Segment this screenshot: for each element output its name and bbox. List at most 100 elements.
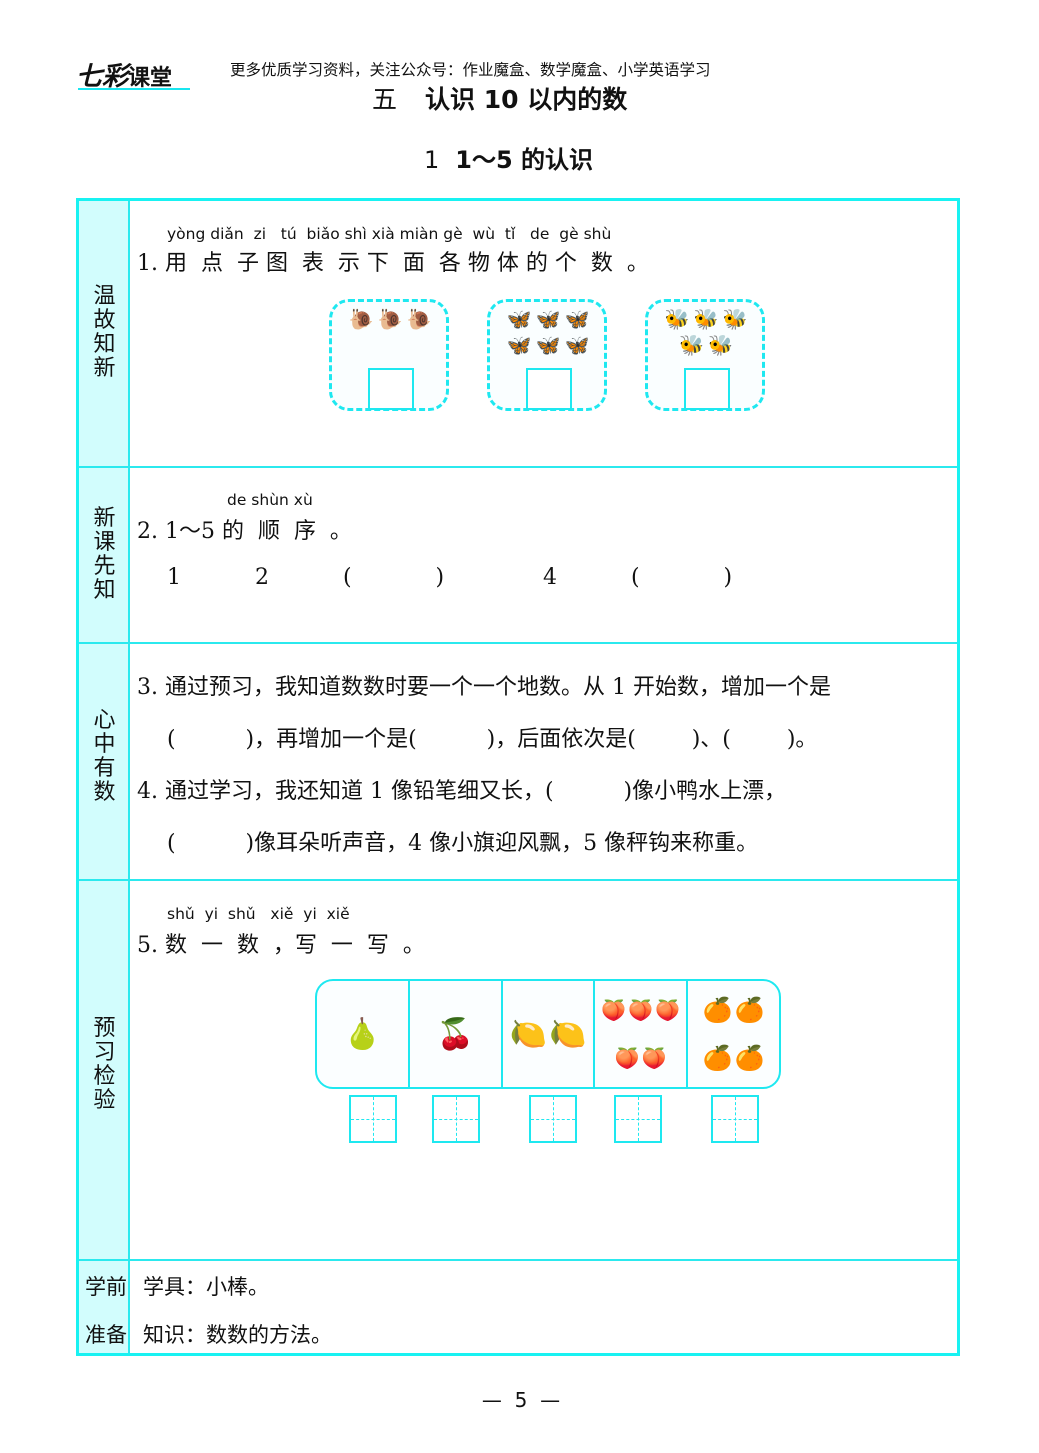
row-divider	[79, 642, 957, 644]
q3-line2-blanks[interactable]: ( )，再增加一个是( )，后面依次是( )、( )。	[167, 727, 818, 752]
prep-tools: 学具：小棒。	[143, 1275, 269, 1299]
prep-label-a: 学前	[85, 1275, 127, 1299]
label-char: 先	[93, 554, 116, 579]
bee-icons: 🐝🐝🐝🐝🐝	[656, 308, 756, 356]
q4-line1[interactable]: 4. 通过学习，我还知道 1 像铅笔细又长，( )像小鸭水上漂，	[137, 779, 787, 804]
peach-icon: 🍑	[601, 998, 627, 1022]
section-label-column	[79, 201, 130, 1353]
row-divider	[79, 466, 957, 468]
label-char: 习	[93, 1040, 116, 1065]
bee-icon: 🐝	[708, 333, 733, 357]
sequence-item: 2	[255, 565, 269, 590]
label-char: 中	[93, 732, 116, 757]
q2-text: 2. 1～5 的 顺 序 。	[137, 519, 352, 544]
bee-icon: 🐝	[722, 307, 748, 331]
writing-grid-box[interactable]	[614, 1095, 662, 1143]
picture-card-snails: 🐌🐌🐌	[329, 299, 449, 411]
chapter-number: 五	[372, 85, 398, 114]
q2-pinyin: de shùn xù	[227, 491, 313, 509]
label-char: 有	[93, 756, 116, 781]
butterfly-icon: 🦋	[564, 307, 590, 331]
label-char: 知	[93, 578, 116, 603]
section-label-preview-check: 预 习 检 验	[79, 1017, 130, 1113]
q1-pinyin: yòng diǎn zi tú biǎo shì xià miàn gè wù …	[167, 225, 612, 243]
label-char: 温	[93, 284, 116, 309]
picture-card-butterflies: 🦋🦋🦋🦋🦋🦋	[487, 299, 607, 411]
writing-grid-box[interactable]	[432, 1095, 480, 1143]
logo-text: 七彩	[76, 62, 129, 92]
lesson-number: 1	[424, 146, 440, 174]
logo-subtext: 课堂	[128, 66, 173, 91]
label-char: 预	[93, 1016, 116, 1041]
label-char: 知	[93, 332, 116, 357]
snail-icon: 🐌	[377, 307, 403, 331]
butterfly-icons: 🦋🦋🦋🦋🦋🦋	[498, 308, 598, 356]
label-char: 故	[93, 308, 116, 333]
label-char: 验	[93, 1088, 116, 1113]
prep-label-b: 准备	[85, 1323, 127, 1347]
bee-icon: 🐝	[679, 333, 704, 357]
dot-answer-box[interactable]	[526, 368, 572, 410]
peach-icon: 🍑	[655, 998, 681, 1022]
peach-icon: 🍑	[614, 1046, 640, 1070]
sequence-item: 4	[543, 565, 557, 590]
q4-line2[interactable]: ( )像耳朵听声音，4 像小旗迎风飘，5 像秤钩来称重。	[167, 831, 759, 856]
lesson-title: 1 1～5 的认识	[424, 140, 593, 175]
prep-knowledge: 知识：数数的方法。	[143, 1323, 332, 1347]
label-char: 新	[93, 356, 116, 381]
label-char: 新	[93, 506, 116, 531]
lesson-title-text: 1～5 的认识	[455, 146, 594, 174]
q3-line1: 3. 通过预习，我知道数数时要一个一个地数。从 1 开始数，增加一个是	[137, 675, 831, 700]
peach-icon: 🍑	[641, 1046, 667, 1070]
label-char: 检	[93, 1064, 116, 1089]
sequence-blank[interactable]: ( )	[343, 565, 445, 590]
publisher-logo: 七彩课堂	[76, 56, 192, 92]
orange-icon: 🍊	[734, 1044, 765, 1072]
fruit-cell-oranges: 🍊🍊🍊🍊	[688, 981, 779, 1087]
bee-icon: 🐝	[693, 307, 719, 331]
label-char: 心	[93, 708, 116, 733]
row-divider	[79, 1259, 957, 1261]
q5-pinyin: shǔ yi shǔ xiě yi xiě	[167, 905, 350, 923]
lemon-icon: 🍋	[548, 1016, 587, 1052]
sequence-item: 1	[167, 565, 181, 590]
writing-grid-box[interactable]	[529, 1095, 577, 1143]
orange-icon: 🍊	[702, 996, 733, 1024]
writing-grid-box[interactable]	[349, 1095, 397, 1143]
peach-icon: 🍑	[628, 998, 654, 1022]
q1-text: 1. 用 点 子 图 表 示 下 面 各 物 体 的 个 数 。	[137, 251, 649, 276]
fruit-cell-cherries: 🍒	[410, 981, 503, 1087]
fruit-strip: 🍐 🍒 🍋🍋 🍑🍑🍑🍑🍑 🍊🍊🍊🍊	[315, 979, 781, 1089]
chapter-title-text: 认识 10 以内的数	[425, 85, 628, 114]
sequence-blank[interactable]: ( )	[631, 565, 733, 590]
q5-text: 5. 数 一 数 ，写 一 写 。	[137, 933, 425, 958]
section-label-mindful: 心 中 有 数	[79, 709, 130, 805]
fruit-cell-peaches: 🍑🍑🍑🍑🍑	[595, 981, 689, 1087]
fruit-cell-lemons: 🍋🍋	[503, 981, 596, 1087]
fruit-cell-pear: 🍐	[317, 981, 410, 1087]
snail-icon: 🐌	[406, 307, 432, 331]
label-char: 课	[93, 530, 116, 555]
section-label-review: 温 故 知 新	[79, 285, 130, 381]
snail-icons: 🐌🐌🐌	[340, 308, 440, 330]
section-label-new-lesson: 新 课 先 知	[79, 507, 130, 603]
butterfly-icon: 🦋	[564, 333, 590, 357]
chapter-title: 五认识 10 以内的数	[372, 80, 627, 116]
bee-icon: 🐝	[664, 307, 690, 331]
orange-icon: 🍊	[702, 1044, 733, 1072]
page-number: — 5 —	[481, 1388, 561, 1412]
picture-card-bees: 🐝🐝🐝🐝🐝	[645, 299, 765, 411]
dot-answer-box[interactable]	[368, 368, 414, 410]
worksheet-table: 温 故 知 新 yòng diǎn zi tú biǎo shì xià mià…	[76, 198, 960, 1356]
butterfly-icon: 🦋	[535, 333, 561, 357]
butterfly-icon: 🦋	[506, 333, 532, 357]
snail-icon: 🐌	[348, 307, 374, 331]
promo-banner: 更多优质学习资料，关注公众号：作业魔盒、数学魔盒、小学英语学习	[230, 61, 711, 79]
dot-answer-box[interactable]	[684, 368, 730, 410]
writing-grid-box[interactable]	[711, 1095, 759, 1143]
butterfly-icon: 🦋	[506, 307, 532, 331]
logo-underline	[78, 88, 190, 90]
lemon-icon: 🍋	[509, 1016, 547, 1052]
orange-icon: 🍊	[734, 996, 765, 1024]
cherries-icon: 🍒	[436, 1016, 474, 1052]
